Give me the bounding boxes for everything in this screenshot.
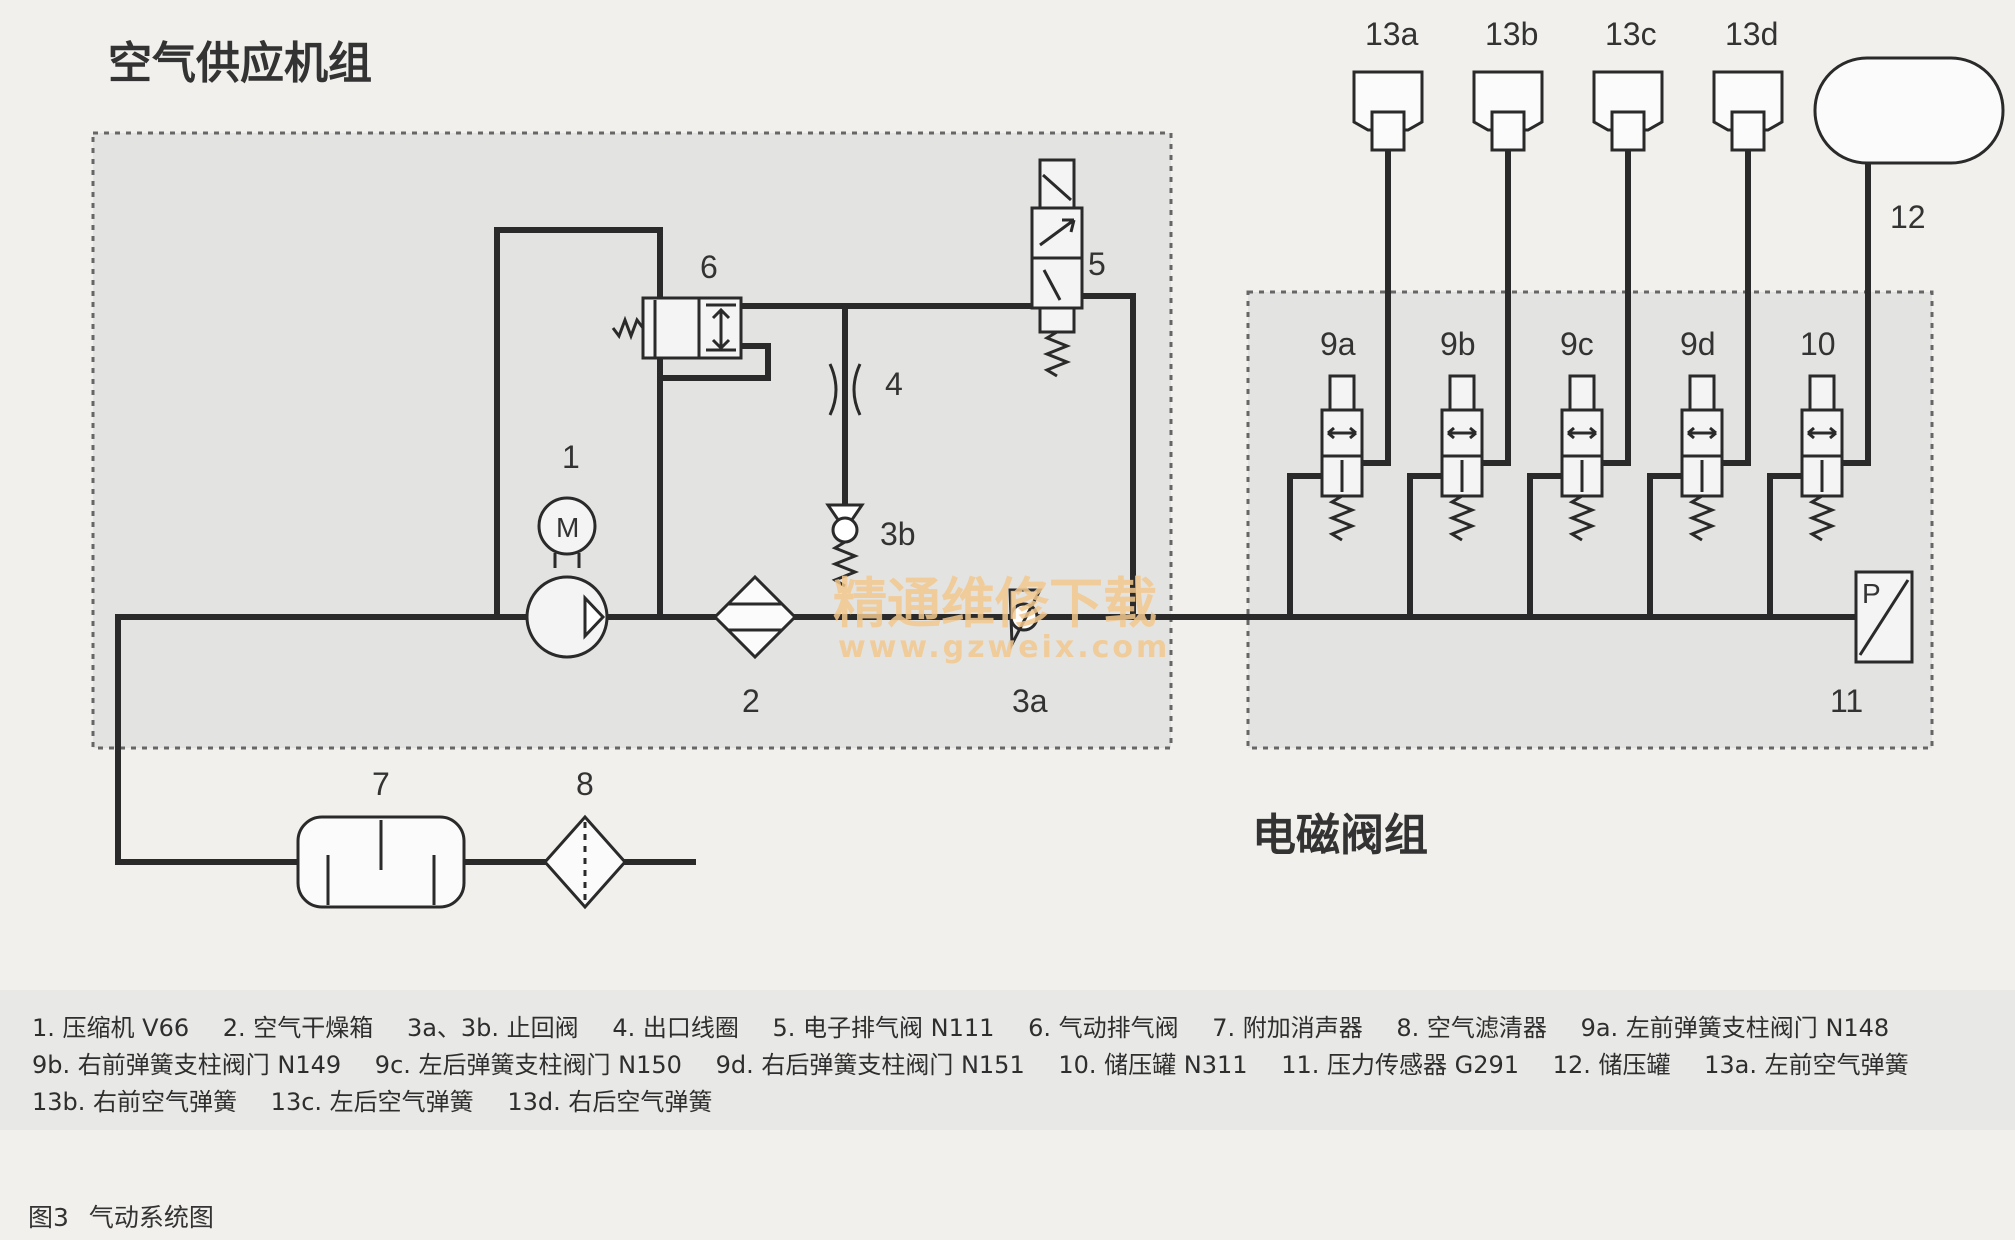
label-13c: 13c — [1605, 16, 1657, 52]
pressure-sensor-11-symbol: P — [1854, 570, 1914, 664]
legend-item: 12. 储压罐 — [1552, 1051, 1671, 1079]
label-12: 12 — [1890, 199, 1926, 235]
pipe-network — [115, 145, 1871, 865]
label-13a: 13a — [1365, 16, 1419, 52]
legend-item: 9d. 右后弹簧支柱阀门 N151 — [715, 1051, 1025, 1079]
legend-item: 10. 储压罐 N311 — [1058, 1051, 1248, 1079]
label-3a: 3a — [1012, 683, 1048, 719]
legend-item: 4. 出口线圈 — [612, 1014, 739, 1042]
solenoid-valve-block-title: 电磁阀组 — [1252, 810, 1428, 861]
restrictor-4-symbol — [828, 363, 862, 416]
compressor-symbol: M — [525, 496, 609, 659]
air-spring-13a-symbol — [1352, 70, 1424, 152]
figure-title: 气动系统图 — [88, 1203, 214, 1232]
valve-9d-symbol — [1680, 374, 1724, 542]
valve-9c-symbol — [1560, 374, 1604, 542]
valve-9b-symbol — [1440, 374, 1484, 542]
legend-item: 8. 空气滤清器 — [1396, 1014, 1547, 1042]
label-9d: 9d — [1680, 326, 1716, 362]
legend-item: 9c. 左后弹簧支柱阀门 N150 — [374, 1051, 682, 1079]
air-spring-13d-symbol — [1712, 70, 1784, 152]
legend-item: 11. 压力传感器 G291 — [1281, 1051, 1520, 1079]
label-9c: 9c — [1560, 326, 1594, 362]
solenoid-valves — [1320, 374, 1844, 542]
pressure-p-label: P — [1862, 578, 1881, 609]
label-9a: 9a — [1320, 326, 1356, 362]
label-9b: 9b — [1440, 326, 1476, 362]
legend-item: 9b. 右前弹簧支柱阀门 N149 — [32, 1051, 342, 1079]
legend-item: 7. 附加消声器 — [1212, 1014, 1363, 1042]
check-valve-3b-symbol — [825, 503, 865, 588]
valve-10-symbol — [1800, 374, 1844, 542]
legend-item: 13d. 右后空气弹簧 — [507, 1088, 713, 1116]
pneumatic-system-diagram: 空气供应机组 电磁阀组 M 1 — [91, 16, 2005, 910]
legend-item: 5. 电子排气阀 N111 — [772, 1014, 995, 1042]
figure-number: 图3 — [28, 1203, 69, 1232]
watermark-url: www.gzweix.com — [838, 630, 1170, 665]
reservoir-12-symbol — [1813, 56, 2005, 165]
label-13b: 13b — [1485, 16, 1538, 52]
label-13d: 13d — [1725, 16, 1778, 52]
label-11: 11 — [1830, 683, 1863, 719]
air-supply-unit-title: 空气供应机组 — [108, 38, 372, 89]
label-8: 8 — [576, 766, 594, 802]
label-1: 1 — [562, 439, 580, 475]
air-filter-8-symbol — [542, 814, 628, 910]
label-5: 5 — [1088, 246, 1106, 282]
label-10: 10 — [1800, 326, 1836, 362]
exhaust-valve-5-symbol — [1030, 158, 1084, 378]
air-supply-unit-zone — [91, 131, 1173, 750]
label-2: 2 — [742, 683, 760, 719]
pneumatic-valve-6-symbol — [611, 296, 743, 360]
label-4: 4 — [885, 366, 903, 402]
legend-item: 13b. 右前空气弹簧 — [32, 1088, 238, 1116]
air-springs — [1352, 70, 1784, 152]
air-dryer-symbol — [712, 574, 798, 660]
valve-9a-symbol — [1320, 374, 1364, 542]
watermark-cn: 精通维修下载 — [833, 571, 1157, 635]
figure-caption: 图3 气动系统图 — [28, 1198, 214, 1234]
air-spring-13c-symbol — [1592, 70, 1664, 152]
component-legend: 1. 压缩机 V66 2. 空气干燥箱 3a、3b. 止回阀 4. 出口线圈 5… — [0, 990, 2015, 1130]
label-6: 6 — [700, 249, 718, 285]
legend-item: 1. 压缩机 V66 — [32, 1014, 190, 1042]
legend-item: 2. 空气干燥箱 — [222, 1014, 374, 1042]
legend-item: 6. 气动排气阀 — [1028, 1014, 1179, 1042]
legend-item: 3a、3b. 止回阀 — [406, 1014, 579, 1042]
legend-item: 13a. 左前空气弹簧 — [1704, 1051, 1909, 1079]
motor-m-label: M — [556, 512, 579, 543]
legend-item: 9a. 左前弹簧支柱阀门 N148 — [1580, 1014, 1890, 1042]
label-7: 7 — [372, 766, 390, 802]
muffler-7-symbol — [296, 815, 466, 909]
legend-item: 13c. 左后空气弹簧 — [270, 1088, 474, 1116]
check-valve-3a-symbol — [1008, 588, 1043, 650]
air-spring-13b-symbol — [1472, 70, 1544, 152]
label-3b: 3b — [880, 516, 916, 552]
